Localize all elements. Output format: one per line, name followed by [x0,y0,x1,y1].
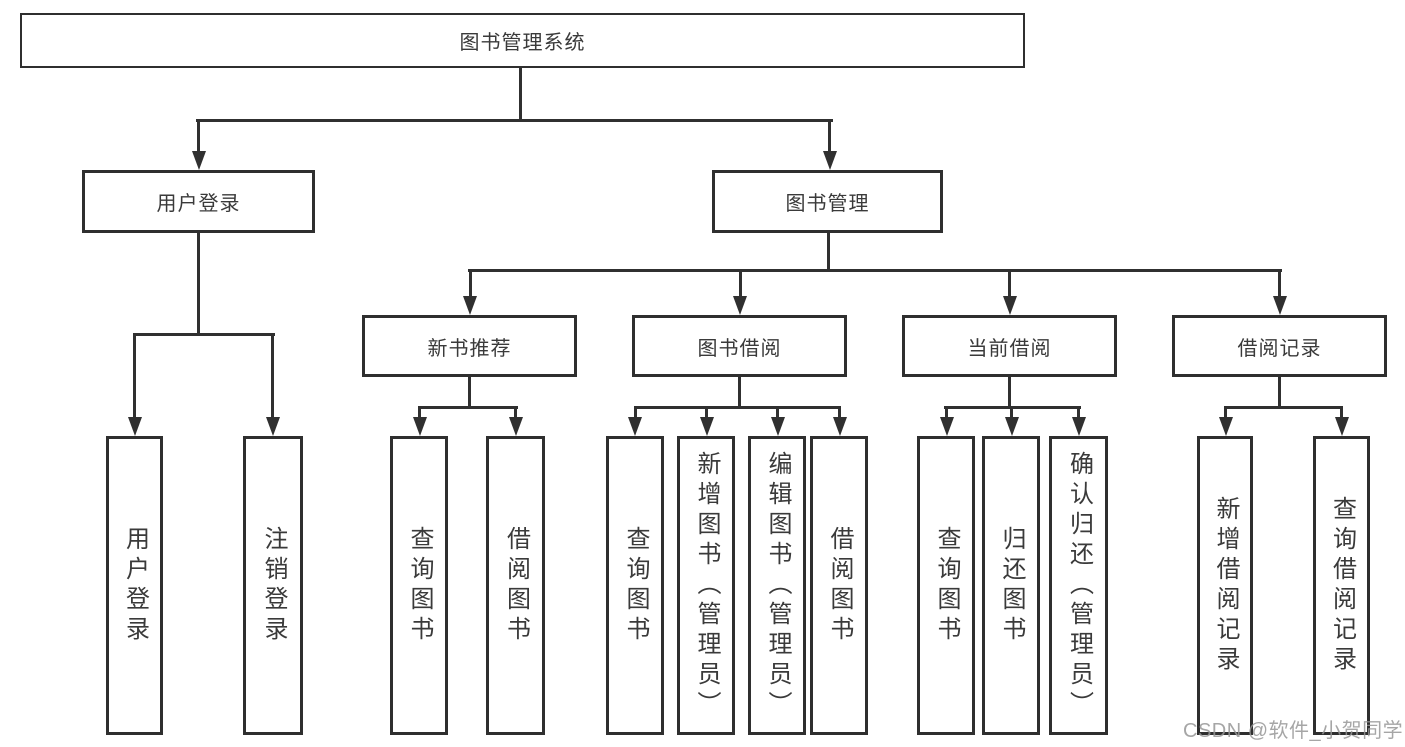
arrow-stem [705,406,708,419]
arrow-stem [1278,269,1281,298]
connector-line [133,333,275,336]
node-label-current-borrow: 当前借阅 [967,337,1052,360]
node-label-leaf-query-book-1: 查询图书 [406,525,433,646]
arrow-down-icon [770,417,785,436]
connector-line [1008,376,1011,409]
connector-line [196,119,833,122]
connector-line [418,406,518,409]
arrow-down-icon [412,417,427,436]
node-label-leaf-edit-book: 编辑图书（管理员） [764,450,791,721]
arrow-stem [418,406,421,419]
node-leaf-query-book-1: 查询图书 [390,436,448,735]
node-label-leaf-confirm-return: 确认归还（管理员） [1065,450,1093,721]
arrow-down-icon [699,417,714,436]
node-label-leaf-logout: 注销登录 [260,525,287,646]
connector-line [197,232,200,336]
node-leaf-return-book: 归还图书 [982,436,1040,735]
node-label-book-mgmt: 图书管理 [785,193,870,215]
arrow-down-icon [463,296,477,315]
node-label-leaf-query-book-3: 查询图书 [933,525,960,646]
node-root: 图书管理系统 [20,13,1025,68]
arrow-down-icon [939,417,954,436]
node-label-leaf-add-book: 新增图书（管理员） [693,450,720,721]
node-borrow-records: 借阅记录 [1172,315,1387,377]
arrow-down-icon [1272,296,1287,315]
arrow-stem [633,406,637,419]
arrow-stem [271,333,274,419]
node-leaf-query-book-3: 查询图书 [917,436,975,735]
node-label-root: 图书管理系统 [459,32,586,54]
arrow-stem [197,119,200,153]
arrow-down-icon [1071,417,1086,436]
arrow-down-icon [127,417,142,436]
arrow-stem [776,406,779,419]
arrow-stem [468,269,472,298]
arrow-down-icon [628,417,642,436]
node-label-new-book-rec: 新书推荐 [427,337,512,360]
node-label-leaf-add-record: 新增借阅记录 [1212,495,1239,676]
arrow-down-icon [508,417,523,436]
node-label-borrow-records: 借阅记录 [1237,337,1322,360]
node-leaf-add-record: 新增借阅记录 [1197,436,1253,735]
arrow-down-icon [822,151,837,170]
connector-line [1278,376,1281,409]
arrow-down-icon [191,151,206,170]
node-leaf-edit-book: 编辑图书（管理员） [748,436,806,735]
node-label-leaf-borrow-book-2: 借阅图书 [826,525,853,646]
node-new-book-rec: 新书推荐 [362,315,577,377]
arrow-stem [1077,406,1080,419]
connector-line [827,232,830,272]
arrow-stem [945,406,948,419]
node-leaf-query-book-2: 查询图书 [606,436,664,735]
node-user-login: 用户登录 [82,170,315,233]
connector-line [1224,406,1343,409]
arrow-stem [838,406,841,419]
node-leaf-query-record: 查询借阅记录 [1313,436,1370,735]
arrow-stem [1008,269,1011,298]
node-label-leaf-return-book: 归还图书 [998,525,1025,646]
connector-line [519,67,522,121]
arrow-stem [1224,406,1227,419]
node-leaf-user-login: 用户登录 [106,436,163,735]
node-book-mgmt: 图书管理 [712,170,943,233]
node-leaf-borrow-book-1: 借阅图书 [486,436,545,735]
arrow-down-icon [733,296,747,315]
arrow-stem [738,269,742,298]
node-leaf-confirm-return: 确认归还（管理员） [1049,436,1108,735]
arrow-down-icon [265,417,280,436]
node-label-user-login: 用户登录 [156,193,241,215]
arrow-stem [828,119,831,153]
arrow-down-icon [1002,296,1017,315]
node-label-leaf-user-login: 用户登录 [121,525,149,646]
arrow-stem [1340,406,1343,419]
node-book-borrow: 图书借阅 [632,315,847,377]
node-leaf-logout: 注销登录 [243,436,303,735]
node-current-borrow: 当前借阅 [902,315,1117,377]
node-leaf-add-book: 新增图书（管理员） [677,436,735,735]
node-label-leaf-query-book-2: 查询图书 [622,525,649,646]
arrow-down-icon [1004,417,1019,436]
node-label-leaf-borrow-book-1: 借阅图书 [502,525,530,646]
arrow-stem [1010,406,1013,419]
node-leaf-borrow-book-2: 借阅图书 [810,436,868,735]
connector-line [738,376,741,409]
arrow-down-icon [1218,417,1233,436]
watermark: CSDN @软件_小贺同学 [1183,720,1404,742]
connector-line [468,376,471,409]
arrow-down-icon [1334,417,1349,436]
arrow-stem [514,406,517,419]
arrow-stem [133,333,136,419]
node-label-leaf-query-record: 查询借阅记录 [1328,495,1356,676]
arrow-down-icon [832,417,847,436]
node-label-book-borrow: 图书借阅 [697,337,782,360]
connector-line [634,406,840,409]
connector-line [468,269,1282,272]
